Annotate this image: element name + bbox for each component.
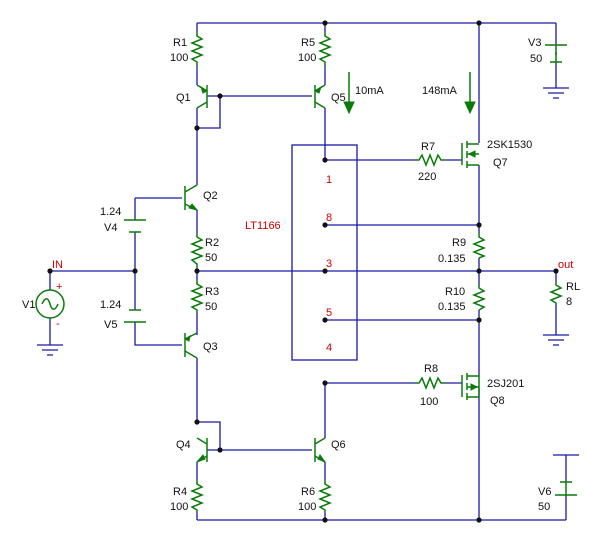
current-arrow-q7: 148mA (422, 72, 476, 115)
junctions (47, 20, 559, 523)
ic-pin-4: 4 (326, 342, 332, 354)
svg-text:V3: V3 (528, 37, 541, 49)
mosfet-q8: 2SJ201 Q8 (461, 373, 524, 407)
source-v4: 1.24 V4 (100, 206, 146, 234)
svg-text:100: 100 (170, 501, 188, 513)
resistor-r3: R3 50 (189, 280, 219, 313)
resistor-r1: R1 100 (170, 32, 205, 66)
svg-text:R4: R4 (173, 486, 187, 498)
ic-lt1166: LT1166 1 8 3 5 4 (245, 144, 358, 361)
net-label-out: out (558, 259, 573, 271)
resistor-r9: R9 0.135 (438, 233, 487, 265)
ic-pin-1: 1 (326, 174, 332, 186)
svg-text:100: 100 (298, 501, 316, 513)
svg-text:Q2: Q2 (203, 190, 218, 202)
transistor-q3: Q3 (183, 332, 218, 359)
svg-text:Q3: Q3 (203, 341, 218, 353)
wires (49, 22, 567, 521)
ic-label: LT1166 (245, 220, 281, 232)
ic-pin-8: 8 (326, 212, 332, 224)
svg-text:100: 100 (170, 52, 188, 64)
svg-text:V5: V5 (104, 319, 117, 331)
svg-text:R8: R8 (424, 363, 438, 375)
mosfet-q7: 2SK1530 Q7 (461, 139, 532, 169)
resistor-r4: R4 100 (170, 480, 205, 513)
svg-text:50: 50 (530, 53, 542, 65)
svg-text:R9: R9 (452, 237, 466, 249)
current-arrow-q5: 10mA (343, 72, 384, 115)
svg-text:R2: R2 (205, 237, 219, 249)
svg-text:Q7: Q7 (493, 157, 508, 169)
svg-text:Q8: Q8 (490, 395, 505, 407)
svg-text:Q5: Q5 (331, 92, 346, 104)
svg-text:50: 50 (538, 501, 550, 513)
svg-text:-: - (56, 318, 60, 330)
svg-text:0.135: 0.135 (438, 301, 466, 313)
resistor-r2: R2 50 (189, 233, 219, 268)
source-v3: V3 50 (528, 37, 567, 65)
svg-text:R6: R6 (301, 486, 315, 498)
svg-text:R3: R3 (205, 286, 219, 298)
ground-symbols (37, 87, 579, 456)
resistor-r8: R8 100 (415, 363, 445, 408)
svg-text:50: 50 (205, 252, 217, 264)
transistor-q2: Q2 (184, 184, 218, 211)
svg-text:+: + (56, 281, 62, 293)
svg-text:2SK1530: 2SK1530 (487, 139, 532, 151)
resistor-r6: R6 100 (298, 480, 333, 513)
transistor-q6: Q6 (314, 437, 346, 464)
svg-text:10mA: 10mA (355, 85, 384, 97)
svg-text:2SJ201: 2SJ201 (487, 378, 524, 390)
transistor-q4: Q4 (176, 437, 208, 463)
transistor-q5: Q5 (314, 84, 346, 109)
svg-text:100: 100 (298, 52, 316, 64)
svg-text:R7: R7 (421, 141, 435, 153)
ic-pin-3: 3 (326, 258, 332, 270)
svg-text:148mA: 148mA (422, 85, 458, 97)
net-label-in: IN (52, 259, 63, 271)
resistor-r5: R5 100 (298, 32, 333, 66)
ic-pin-5: 5 (326, 307, 332, 319)
svg-text:8: 8 (566, 296, 572, 308)
resistor-rl: RL 8 (548, 281, 580, 308)
resistor-r10: R10 0.135 (438, 285, 487, 313)
svg-text:220: 220 (418, 171, 436, 183)
source-v5: 1.24 V5 (100, 299, 146, 331)
svg-text:0.135: 0.135 (438, 253, 466, 265)
resistor-r7: R7 220 (415, 141, 445, 183)
svg-text:Q1: Q1 (176, 92, 191, 104)
svg-text:1.24: 1.24 (100, 299, 121, 311)
source-v1: V1 + - (22, 281, 65, 330)
source-v6: V6 50 (538, 481, 577, 513)
svg-text:V6: V6 (538, 486, 551, 498)
svg-text:RL: RL (566, 281, 580, 293)
svg-text:100: 100 (420, 396, 438, 408)
svg-text:R1: R1 (173, 37, 187, 49)
svg-text:1.24: 1.24 (100, 206, 121, 218)
transistor-q1: Q1 (176, 84, 208, 109)
svg-text:V4: V4 (104, 222, 117, 234)
svg-text:R5: R5 (301, 37, 315, 49)
svg-text:50: 50 (205, 301, 217, 313)
svg-text:Q4: Q4 (176, 439, 191, 451)
svg-text:V1: V1 (22, 299, 35, 311)
svg-text:Q6: Q6 (331, 439, 346, 451)
svg-text:R10: R10 (445, 286, 465, 298)
